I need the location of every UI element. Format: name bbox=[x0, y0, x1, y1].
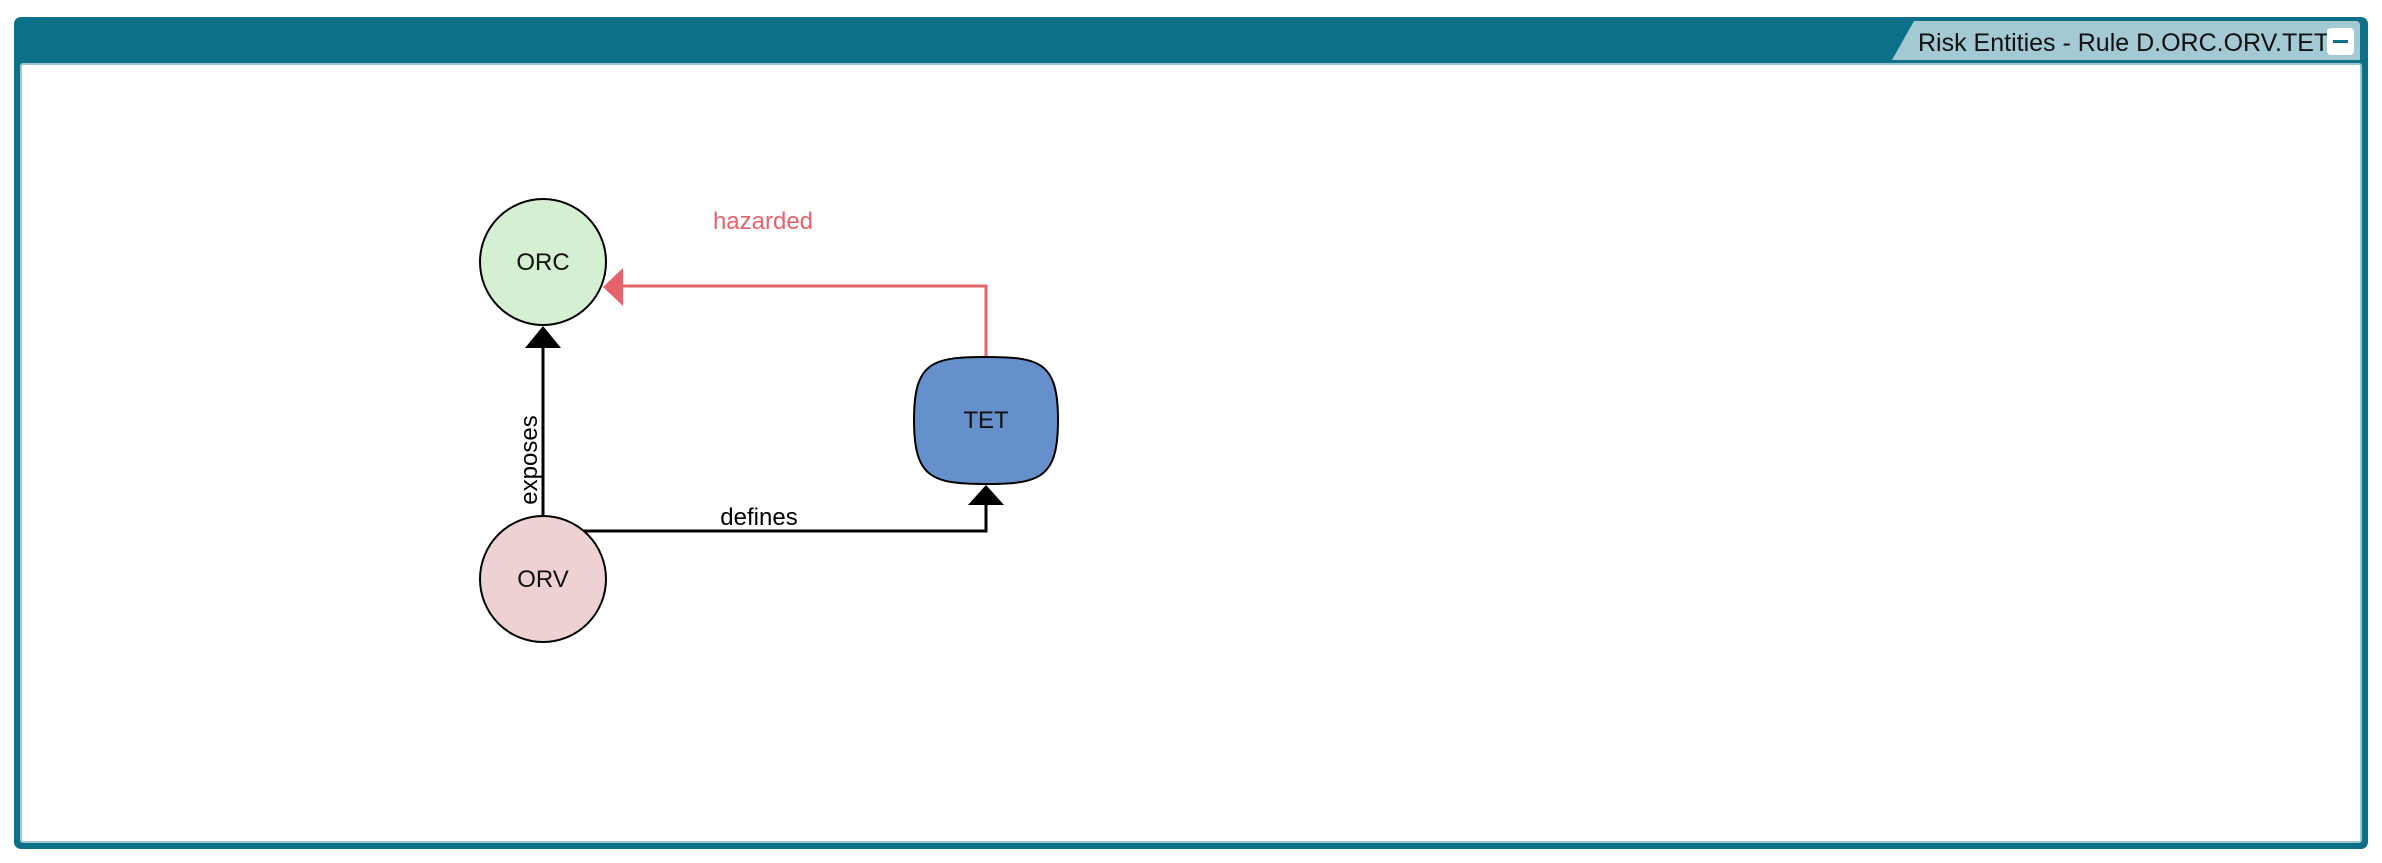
edge-label-hazarded: hazarded bbox=[713, 208, 813, 235]
edge-hazarded[interactable]: hazarded bbox=[603, 208, 988, 357]
edge-exposes[interactable]: exposes bbox=[516, 326, 561, 516]
node-tet[interactable]: TET bbox=[912, 355, 1060, 486]
collapse-button[interactable] bbox=[2327, 28, 2354, 55]
edge-label-exposes: exposes bbox=[516, 415, 543, 504]
node-orv[interactable]: ORV bbox=[479, 515, 607, 643]
node-label-tet: TET bbox=[963, 407, 1009, 434]
node-label-orc: ORC bbox=[516, 249, 569, 276]
panel-title: Risk Entities - Rule D.ORC.ORV.TET bbox=[1918, 29, 2330, 57]
diagram-canvas bbox=[20, 63, 2362, 843]
node-orc[interactable]: ORC bbox=[479, 198, 607, 326]
edge-label-defines: defines bbox=[720, 504, 797, 531]
risk-entities-panel: Risk Entities - Rule D.ORC.ORV.TET bbox=[14, 17, 2368, 849]
panel-title-tab: Risk Entities - Rule D.ORC.ORV.TET bbox=[1892, 21, 2360, 60]
node-label-orv: ORV bbox=[517, 566, 569, 593]
minus-icon bbox=[2333, 40, 2348, 43]
edge-defines[interactable]: defines bbox=[582, 485, 1004, 533]
